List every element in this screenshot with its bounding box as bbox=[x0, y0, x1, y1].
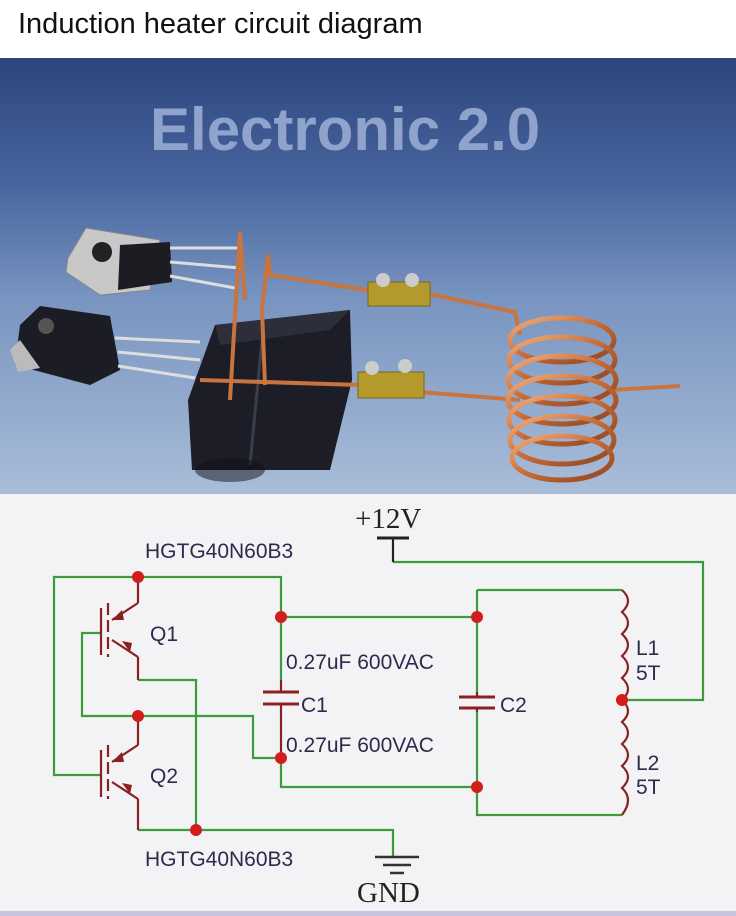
inductor-l1-l2 bbox=[620, 589, 630, 816]
q1-part-label: HGTG40N60B3 bbox=[145, 540, 293, 563]
l1-label: L1 bbox=[636, 637, 659, 660]
transistor-top bbox=[65, 227, 241, 296]
q2-label: Q2 bbox=[150, 765, 178, 788]
copper-coil bbox=[505, 315, 619, 483]
l1-turns-label: 5T bbox=[636, 662, 661, 685]
capacitor-c2 bbox=[459, 692, 495, 712]
ground-symbol bbox=[375, 855, 419, 875]
q1-label: Q1 bbox=[150, 623, 178, 646]
c1-value-label: 0.27uF 600VAC bbox=[286, 651, 434, 674]
junction-nodes bbox=[132, 571, 628, 836]
capacitor-block bbox=[188, 310, 352, 482]
l2-label: L2 bbox=[636, 752, 659, 775]
wires bbox=[52, 560, 705, 857]
watermark: Electronic 2.0 bbox=[150, 96, 540, 163]
photo-induction-heater: Electronic 2.0 bbox=[0, 58, 736, 494]
q2-part-label: HGTG40N60B3 bbox=[145, 848, 293, 871]
terminal-blocks bbox=[357, 273, 431, 399]
supply-symbol bbox=[377, 536, 409, 562]
c2-value-label: 0.27uF 600VAC bbox=[286, 734, 434, 757]
capacitor-c1 bbox=[263, 680, 299, 758]
ground-label: GND bbox=[357, 877, 420, 909]
copper-wires bbox=[199, 231, 681, 402]
circuit-schematic: +12V GND HGTG40N60B3 HGTG40N60B3 Q1 Q2 0… bbox=[0, 494, 736, 916]
supply-label: +12V bbox=[355, 503, 421, 535]
page-title: Induction heater circuit diagram bbox=[18, 8, 423, 40]
transistor-q1 bbox=[99, 577, 140, 680]
transistor-q2 bbox=[99, 716, 140, 830]
l2-turns-label: 5T bbox=[636, 776, 661, 799]
c1-label: C1 bbox=[301, 694, 328, 717]
c2-label: C2 bbox=[500, 694, 527, 717]
transistor-bottom bbox=[10, 306, 201, 385]
